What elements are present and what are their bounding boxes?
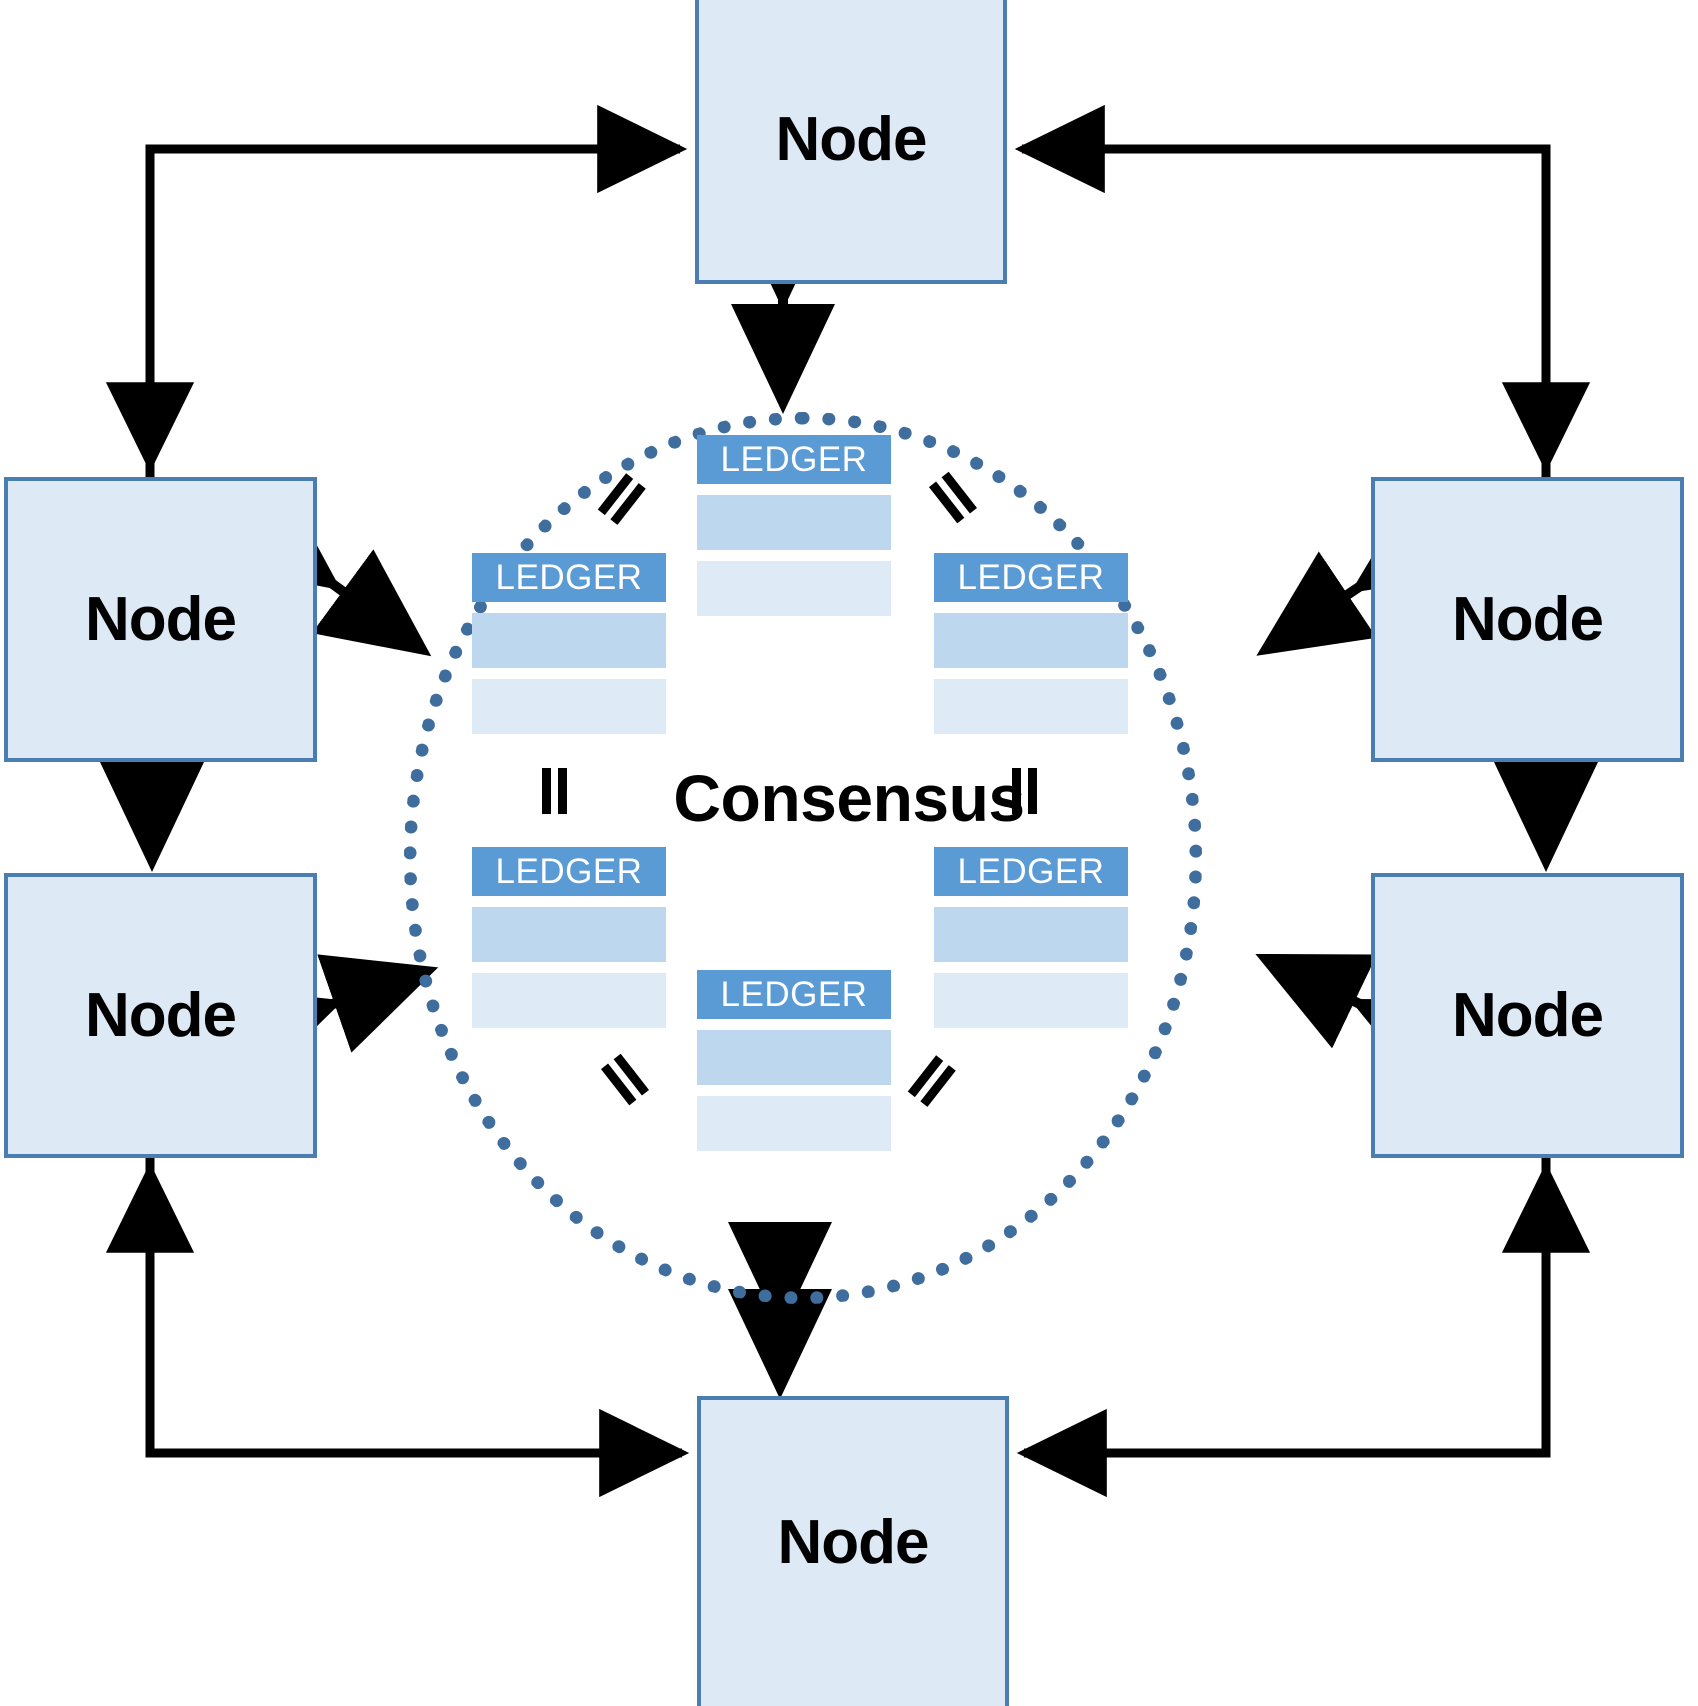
edge-rightupper-to-top [1014, 104, 1551, 477]
ledger-card-lower-right: LEDGER [934, 847, 1128, 1028]
ledger-header: LEDGER [934, 553, 1128, 602]
ledger-row-1 [697, 495, 891, 550]
ledger-row-2 [934, 679, 1128, 734]
node-label: Node [85, 584, 237, 654]
equals-icon-mid-left [533, 768, 577, 814]
ledger-card-upper-right: LEDGER [934, 553, 1128, 734]
ledger-row-2 [934, 973, 1128, 1028]
edge-leftlower-to-circle [222, 954, 439, 1086]
equals-icon-mid-right [1003, 768, 1047, 814]
ledger-card-lower-left: LEDGER [472, 847, 666, 1028]
node-right-lower[interactable]: Node [1371, 873, 1684, 1158]
ledger-header: LEDGER [472, 553, 666, 602]
node-right-upper[interactable]: Node [1371, 477, 1684, 762]
node-bottom[interactable]: Node [697, 1396, 1009, 1706]
ledger-row-1 [934, 613, 1128, 668]
node-label: Node [775, 105, 928, 174]
edge-rightlower-to-circle [1255, 953, 1472, 1094]
edge-leftupper-to-top [145, 104, 688, 477]
ledger-row-1 [697, 1030, 891, 1085]
ledger-row-2 [472, 679, 666, 734]
ledger-row-1 [472, 907, 666, 962]
node-label: Node [1452, 584, 1604, 654]
node-label: Node [1452, 980, 1604, 1050]
ledger-header: LEDGER [697, 435, 891, 484]
node-left-upper[interactable]: Node [4, 477, 317, 762]
node-label: Node [777, 1508, 930, 1577]
ledger-header: LEDGER [934, 847, 1128, 896]
node-label: Node [85, 980, 237, 1050]
node-top[interactable]: Node [695, 0, 1007, 284]
edge-rightlower-to-bottom [1016, 1158, 1551, 1498]
ledger-card-upper-left: LEDGER [472, 553, 666, 734]
consensus-label: Consensus [673, 761, 1025, 835]
ledger-header: LEDGER [697, 970, 891, 1019]
node-left-lower[interactable]: Node [4, 873, 317, 1158]
ledger-row-2 [472, 973, 666, 1028]
ledger-card-top: LEDGER [697, 435, 891, 616]
ledger-row-1 [934, 907, 1128, 962]
ledger-row-2 [697, 1096, 891, 1151]
edge-rightupper-to-circle [1256, 488, 1471, 656]
edge-leftupper-to-circle [221, 483, 432, 657]
ledger-card-bottom: LEDGER [697, 970, 891, 1151]
ledger-row-2 [697, 561, 891, 616]
ledger-header: LEDGER [472, 847, 666, 896]
ledger-row-1 [472, 613, 666, 668]
